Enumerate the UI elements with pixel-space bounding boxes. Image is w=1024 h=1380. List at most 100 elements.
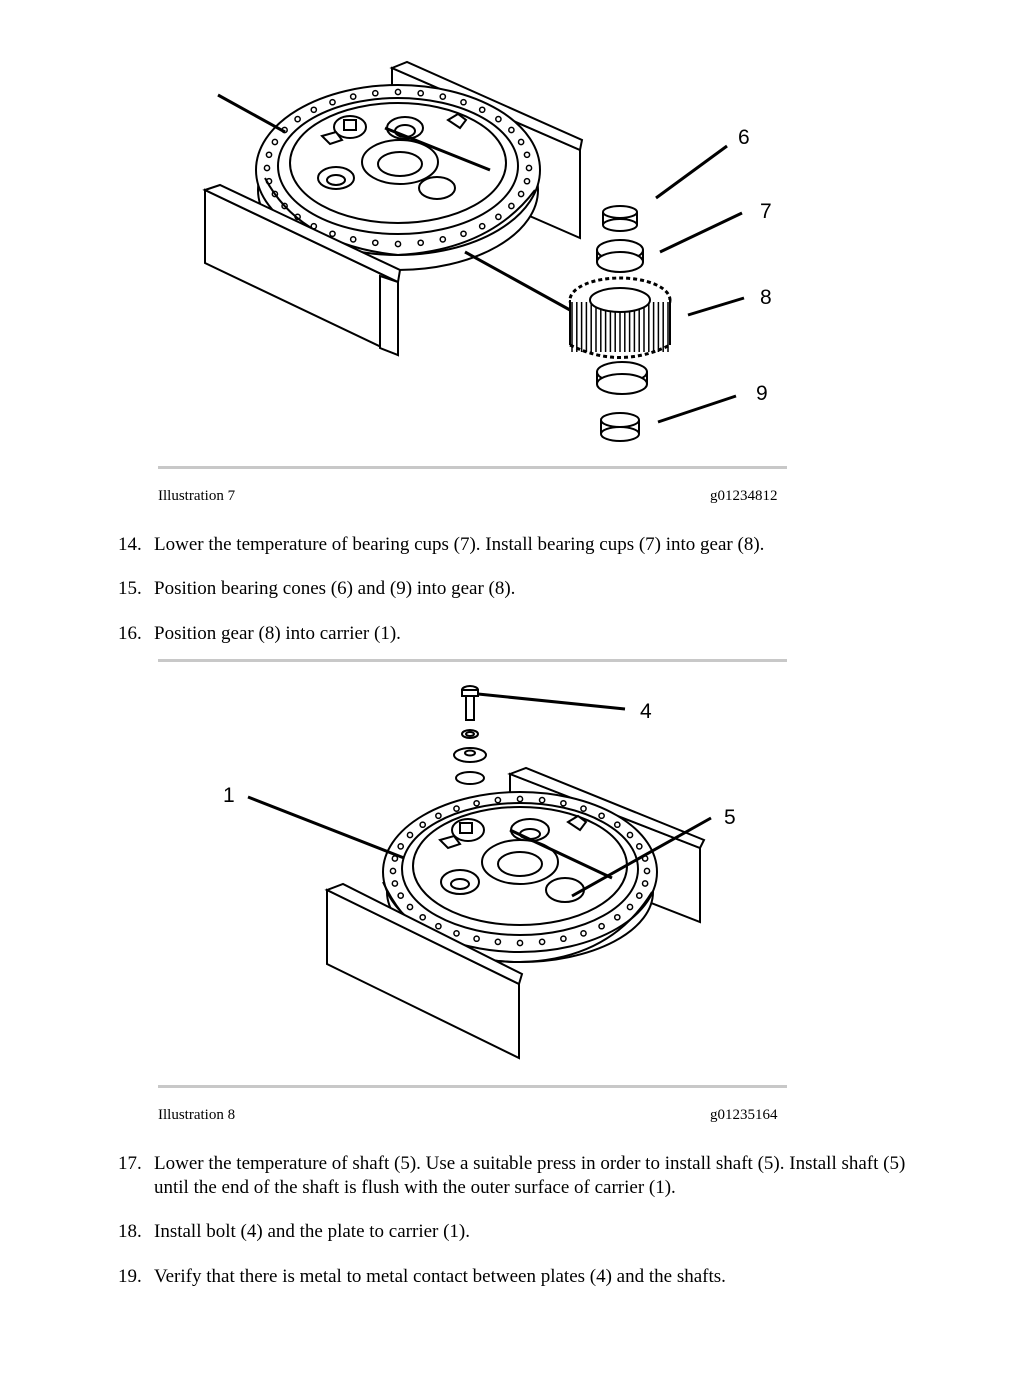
flange-bolt-hole	[635, 843, 643, 850]
flange-bolt-hole	[419, 913, 427, 921]
flange-bolt-hole	[417, 89, 425, 97]
step-number: 18.	[118, 1221, 142, 1242]
callout-7: 7	[760, 200, 772, 223]
illustration-8-caption: Illustration 8	[158, 1107, 236, 1123]
flange-bolt-hole	[635, 892, 643, 899]
figure-rule-top-8	[158, 659, 787, 662]
bearing-cone-6	[602, 205, 638, 232]
step-text: Lower the temperature of shaft (5). Use …	[154, 1153, 906, 1198]
flange-bolt-hole	[641, 880, 649, 887]
flange-bolt-hole	[517, 138, 525, 146]
flange-bolt-hole	[397, 892, 405, 899]
callout-6: 6	[738, 126, 750, 149]
flange-bolt-hole	[453, 930, 460, 937]
bearing-cup-7-lower	[596, 361, 648, 395]
illustration-7-code: g01234812	[710, 488, 778, 504]
flange-bolt-hole	[516, 795, 524, 803]
flange-bolt-hole	[560, 799, 567, 807]
flange-bolt-hole	[560, 935, 567, 943]
step-text: Position gear (8) into carrier (1).	[154, 623, 401, 644]
flange-bolt-hole	[580, 805, 587, 812]
flange-bolt-hole	[406, 831, 414, 839]
callout-1: 1	[223, 784, 235, 807]
callout-4: 4	[640, 700, 652, 723]
flange-bolt-hole	[394, 88, 402, 96]
figure-rule-bottom-8	[158, 1085, 787, 1088]
flange-bolt-hole	[478, 106, 486, 114]
flange-bolt-hole	[271, 138, 279, 146]
flange-bolt-hole	[523, 151, 531, 159]
flange-bolt-hole	[394, 240, 402, 248]
flange-bolt-hole	[391, 880, 399, 887]
illustration-8-drawing: 1 4 5	[223, 685, 736, 1060]
illustration-7-drawing: 6 7 8 9	[202, 60, 772, 442]
flange-bolt-hole	[538, 938, 546, 946]
flange-bolt-hole	[371, 89, 379, 97]
flange-bolt-hole	[439, 236, 447, 243]
step-number: 14.	[118, 534, 142, 555]
flange-bolt-hole	[265, 151, 273, 159]
flange-bolt-hole	[435, 922, 442, 930]
flange-bolt-hole	[538, 796, 546, 804]
bolt-4	[461, 685, 626, 721]
gear-8	[568, 276, 672, 359]
flange-bolt-hole	[473, 935, 480, 943]
flange-bolt-hole	[371, 239, 379, 247]
flange-bolt-hole	[349, 236, 357, 243]
illustration-8-code: g01235164	[710, 1107, 778, 1123]
flange-bolt-hole	[294, 115, 301, 123]
flange-bolt-hole	[494, 938, 502, 946]
flange-bolt-hole	[406, 903, 414, 911]
flange-bolt-hole	[329, 230, 336, 238]
callout-9: 9	[756, 382, 768, 405]
washer-4	[461, 729, 479, 739]
flange-bolt-hole	[329, 98, 336, 106]
step-text: Verify that there is metal to metal cont…	[154, 1266, 726, 1287]
step-number: 16.	[118, 623, 142, 644]
flange-bolt-hole	[494, 796, 502, 804]
flange-bolt-hole	[508, 202, 515, 210]
flange-bolt-hole	[613, 913, 621, 921]
flange-bolt-hole	[626, 903, 634, 911]
step-text: Install bolt (4) and the plate to carrie…	[154, 1221, 471, 1242]
flange-bolt-hole	[508, 126, 515, 134]
step-number: 15.	[118, 578, 142, 599]
flange-bolt-hole	[478, 222, 486, 230]
flange-bolt-hole	[525, 164, 533, 172]
step-number: 19.	[118, 1266, 142, 1287]
flange-bolt-hole	[495, 115, 502, 123]
front-support-block	[324, 882, 524, 1060]
flange-bolt-hole	[419, 821, 427, 829]
flange-bolt-hole	[517, 190, 525, 198]
illustration-7-caption: Illustration 7	[158, 488, 236, 504]
flange-bolt-hole	[516, 939, 524, 947]
callout-8: 8	[760, 286, 772, 309]
flange-bolt-hole	[460, 230, 467, 238]
flange-bolt-hole	[473, 799, 480, 807]
carrier-1	[382, 791, 658, 964]
flange-bolt-hole	[263, 164, 271, 172]
figure-rule-top-7	[158, 466, 787, 469]
flange-bolt-hole	[453, 805, 460, 812]
flange-bolt-hole	[397, 843, 405, 850]
front-support-block	[202, 183, 402, 357]
flange-bolt-hole	[417, 239, 425, 247]
plate-4	[453, 747, 487, 763]
step-number: 17.	[118, 1153, 142, 1174]
o-ring-4	[455, 771, 485, 785]
flange-bolt-hole	[598, 922, 605, 930]
flange-bolt-hole	[643, 867, 651, 875]
flange-bolt-hole	[613, 821, 621, 829]
flange-bolt-hole	[389, 867, 397, 875]
flange-bolt-hole	[435, 812, 442, 820]
bearing-cup-7	[596, 239, 644, 273]
illustration-7-figure: 6 7 8 9	[0, 0, 1024, 470]
carrier-assembly	[255, 84, 541, 257]
flange-bolt-hole	[598, 812, 605, 820]
step-17: 17. Lower the temperature of shaft (5). …	[118, 1152, 908, 1202]
callout-5: 5	[724, 806, 736, 829]
flange-bolt-hole	[310, 106, 318, 114]
step-text: Position bearing cones (6) and (9) into …	[154, 578, 516, 599]
flange-bolt-hole	[523, 177, 531, 185]
bearing-cone-9	[600, 412, 640, 442]
